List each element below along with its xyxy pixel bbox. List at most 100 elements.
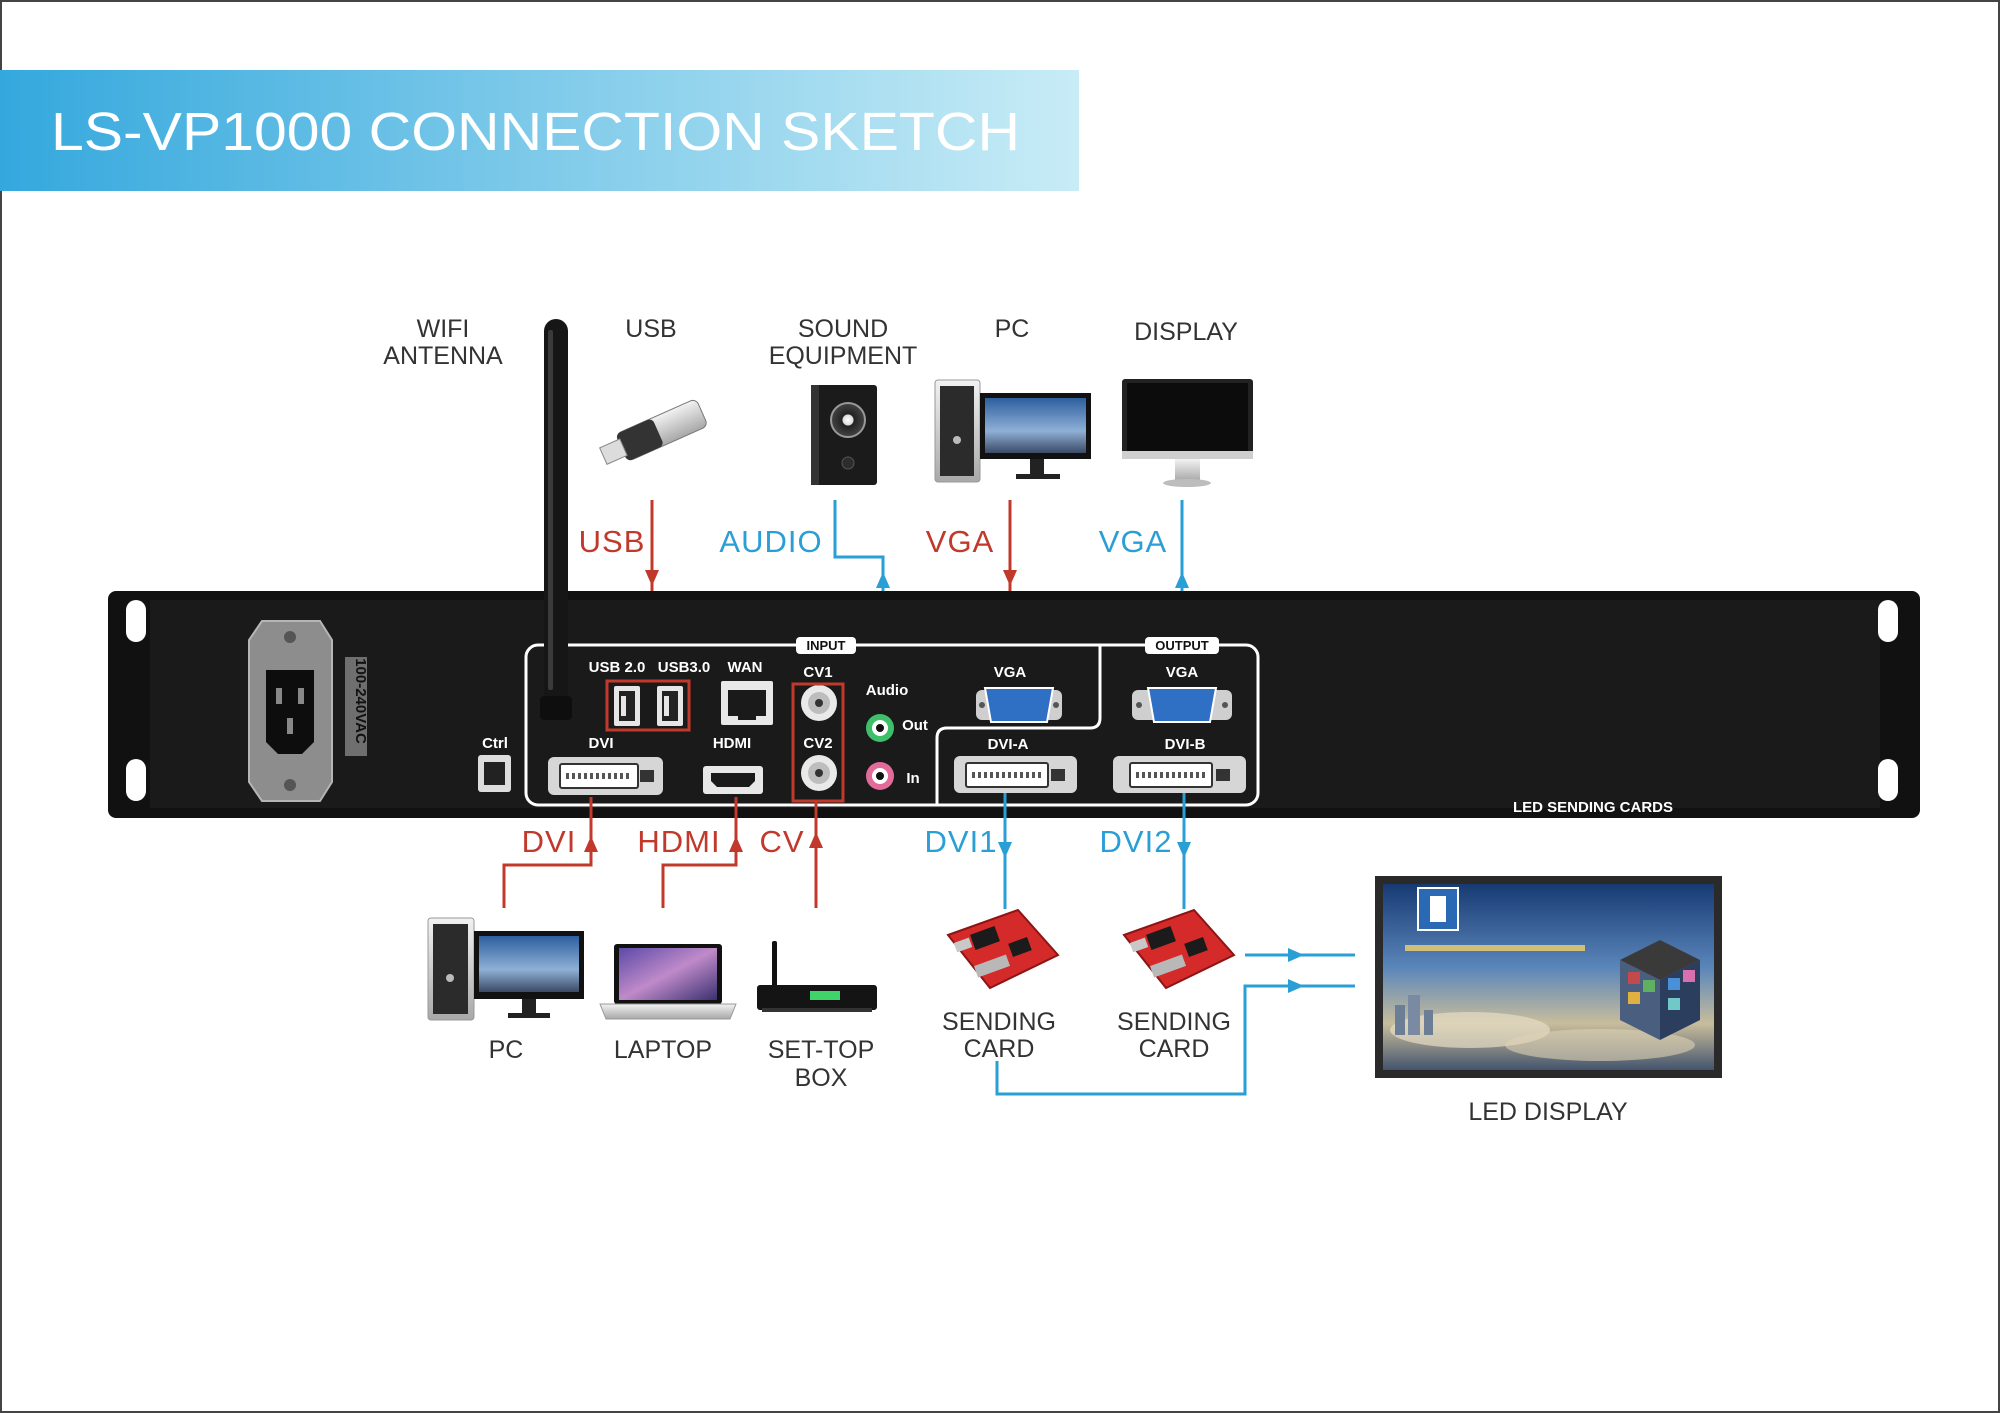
sending-card-2-label-line2: CARD [1139, 1035, 1210, 1063]
vga-out-port [1132, 687, 1232, 723]
settop-label-line1: SET-TOP [768, 1036, 875, 1064]
ctrl-label: Ctrl [482, 735, 508, 752]
wan-label: WAN [728, 659, 763, 676]
sound-label-line2: EQUIPMENT [769, 342, 918, 370]
rack-slot [126, 600, 146, 642]
rack-slot [1878, 759, 1898, 801]
led-link-1 [995, 984, 1355, 1096]
dvi2-link-label: DVI2 [1100, 824, 1173, 859]
led-sending-cards-label: LED SENDING CARDS [1513, 799, 1673, 816]
power-rating-label: 100-240VAC [352, 658, 369, 744]
output-badge: OUTPUT [1155, 638, 1209, 653]
bottom-device-labels: PC LAPTOP SET-TOP BOX [489, 1036, 875, 1092]
dvi-port-label: DVI [588, 735, 613, 752]
led-display-icon [1375, 876, 1722, 1078]
cv2-label: CV2 [803, 735, 832, 752]
rack-slot [1878, 600, 1898, 642]
vga-out-arrow [1175, 572, 1189, 588]
wifi-label-line1: WIFI [417, 315, 470, 343]
ports-frame [524, 643, 1260, 807]
audio-out-jack [866, 714, 894, 742]
hdmi-arrow [729, 836, 743, 852]
input-output-divider [935, 645, 1102, 805]
audio-out-label: Out [902, 717, 928, 734]
speaker-icon [811, 385, 877, 485]
ctrl-usb-b-port [478, 755, 511, 792]
sending-card-icon [946, 908, 1060, 990]
usb-stick-icon [599, 399, 707, 465]
hdmi-link [661, 797, 738, 908]
dvi-link-label: DVI [522, 824, 577, 859]
rack-slot [126, 759, 146, 801]
dvi-a-port [954, 756, 1077, 793]
usb-ports [614, 686, 683, 726]
dvi-a-port-label: DVI-A [988, 736, 1029, 753]
cube-graphic [1620, 940, 1700, 1040]
dvi2-arrow [1177, 842, 1191, 858]
usb-link-label: USB [579, 524, 646, 559]
sending-card-2-labels: SENDING CARD [1117, 1008, 1231, 1063]
title-banner: LS-VP1000 CONNECTION SKETCH [0, 70, 1079, 191]
cv-link-label: CV [759, 824, 804, 859]
set-top-box-icon [757, 941, 877, 1012]
vga-in-link-label: VGA [926, 524, 994, 559]
laptop-icon [599, 944, 737, 1020]
pc-top-label: PC [995, 315, 1030, 343]
sending-card-1-label-line2: CARD [964, 1035, 1035, 1063]
led-link-1-arrow [1288, 979, 1304, 993]
usb3-label: USB3.0 [658, 659, 711, 676]
dvi-arrow [584, 836, 598, 852]
audio-link-label: AUDIO [719, 524, 822, 559]
pc-icon [427, 917, 584, 1021]
monitor-icon [1122, 379, 1253, 487]
sending-card-1-label-line1: SENDING [942, 1008, 1056, 1036]
usb-device-label: USB [625, 315, 676, 343]
cv-jacks [801, 685, 837, 791]
hdmi-port-label: HDMI [713, 735, 751, 752]
dvi-b-port-label: DVI-B [1165, 736, 1206, 753]
cv-highlight-box [791, 682, 845, 803]
bottom-links: DVI HDMI CV DVI1 DVI2 [502, 793, 1355, 1096]
vga-in-arrow [1003, 570, 1017, 586]
input-badge: INPUT [807, 638, 846, 653]
led-display-label: LED DISPLAY [1468, 1098, 1628, 1126]
rear-panel: 100-240VAC Ctrl INPUT OUTPUT USB 2.0 USB… [108, 591, 1920, 818]
settop-label-line2: BOX [795, 1064, 848, 1092]
power-socket-icon [248, 620, 333, 802]
audio-port-label: Audio [866, 682, 909, 699]
dvi-in-port [548, 757, 663, 795]
audio-arrow [876, 572, 890, 588]
dvi1-link-label: DVI1 [925, 824, 998, 859]
wan-port [721, 681, 773, 725]
pc-icon [934, 379, 1091, 483]
wifi-label-line2: ANTENNA [383, 342, 503, 370]
cv-arrow [809, 832, 823, 848]
vga-out-link-label: VGA [1099, 524, 1167, 559]
usb-highlight-box [605, 679, 691, 732]
laptop-label: LAPTOP [614, 1036, 712, 1064]
sound-label-line1: SOUND [798, 315, 888, 343]
audio-in-label: In [906, 770, 919, 787]
usb2-label: USB 2.0 [589, 659, 646, 676]
hdmi-link-label: HDMI [637, 824, 720, 859]
page-title: LS-VP1000 CONNECTION SKETCH [51, 102, 1020, 162]
audio-in-jack [866, 762, 894, 790]
cv1-label: CV1 [803, 664, 832, 681]
sending-card-2-label-line1: SENDING [1117, 1008, 1231, 1036]
wifi-antenna-icon [540, 319, 572, 720]
vga-out-port-label: VGA [1166, 664, 1199, 681]
sending-card-icon [1122, 908, 1236, 990]
top-device-labels: WIFI ANTENNA USB SOUND EQUIPMENT PC DISP… [383, 315, 1238, 370]
usb-arrow [645, 570, 659, 586]
hdmi-port [703, 766, 763, 794]
vga-in-port [976, 687, 1062, 723]
display-label: DISPLAY [1134, 318, 1238, 346]
sending-card-1-labels: SENDING CARD [942, 1008, 1056, 1063]
led-link-2-arrow [1288, 948, 1304, 962]
vga-in-port-label: VGA [994, 664, 1027, 681]
pc-bottom-label: PC [489, 1036, 524, 1064]
dvi-link [502, 797, 593, 908]
dvi-b-port [1113, 756, 1246, 793]
dvi1-arrow [998, 842, 1012, 858]
